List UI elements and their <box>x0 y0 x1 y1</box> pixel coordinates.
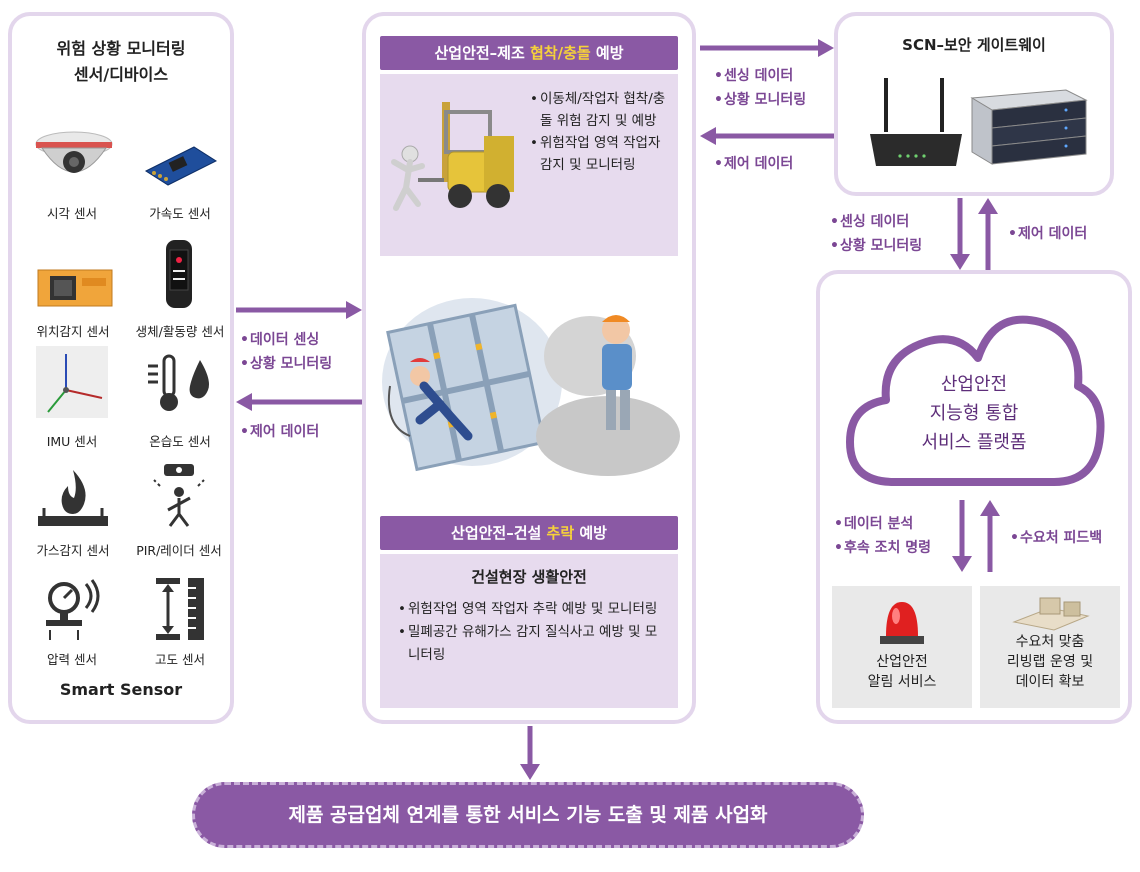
manufacturing-title: 산업안전–제조 협착/충돌 예방 <box>380 36 678 70</box>
altitude-ruler-icon <box>156 578 204 640</box>
sensor-label: 가속도 센서 <box>149 206 211 221</box>
sensor-panel: 위험 상황 모니터링 센서/디바이스 시각 센서 가속도 센서 위치감지 센서 … <box>8 12 234 724</box>
construction-bullets: 위험작업 영역 작업자 추락 예방 및 모니터링 밀폐공간 유해가스 감지 질식… <box>398 598 668 667</box>
arrow-platform-to-gateway <box>978 198 998 270</box>
dome-camera-icon <box>35 131 113 173</box>
accelerometer-board-icon <box>144 146 218 186</box>
livinglab-service-label: 수요처 맞춤 리빙랩 운영 및 데이터 확보 <box>1006 634 1094 690</box>
sensor-label: PIR/레이더 센서 <box>136 543 222 558</box>
platform-title: 산업안전 지능형 통합 서비스 플랫폼 <box>921 374 1027 453</box>
gateway-panel: SCN–보안 게이트웨이 <box>834 12 1114 196</box>
left-arrow-label: 제어 데이터 <box>240 420 319 444</box>
siren-icon <box>880 602 924 644</box>
arrow-services-to-platform <box>980 500 1000 572</box>
platform-panel: 산업안전 지능형 통합 서비스 플랫폼 데이터 분석 후속 조치 명령 수요처 … <box>816 270 1132 724</box>
sensor-label: 고도 센서 <box>155 652 205 667</box>
arrow-center-to-banner <box>520 726 540 780</box>
server-rack-icon <box>970 89 1088 165</box>
position-chip-icon <box>37 269 113 307</box>
sensor-label: 시각 센서 <box>47 206 97 221</box>
sensor-label: IMU 센서 <box>46 434 98 449</box>
smart-sensor-footer: Smart Sensor <box>59 680 183 699</box>
cloud-icon <box>846 315 1105 486</box>
router-icon <box>870 78 962 166</box>
arrow-center-to-gateway <box>700 39 834 57</box>
sensor-panel-title: 위험 상황 모니터링 센서/디바이스 <box>56 39 186 84</box>
imu-axes-icon <box>36 346 108 418</box>
services-arrow-label: 수요처 피드백 <box>1010 526 1102 550</box>
construction-box: 건설현장 생활안전 위험작업 영역 작업자 추락 예방 및 모니터링 밀폐공간 … <box>380 554 678 708</box>
sensor-label: 생체/활동량 센서 <box>135 324 225 339</box>
manufacturing-bullets: 이동체/작업자 협착/충돌 위험 감지 및 예방 위험작업 영역 작업자 감지 … <box>530 88 670 176</box>
livinglab-service-box: 수요처 맞춤 리빙랩 운영 및 데이터 확보 <box>980 586 1120 708</box>
sensor-label: 위치감지 센서 <box>36 324 110 339</box>
forklift-icon <box>391 102 514 211</box>
fitness-band-icon <box>166 240 192 308</box>
arrow-platform-to-services <box>952 500 972 572</box>
arrow-gateway-to-platform <box>950 198 970 270</box>
alert-service-box: 산업안전 알림 서비스 <box>832 586 972 708</box>
building-model-icon <box>1012 597 1090 631</box>
arrow-center-to-left <box>236 393 362 411</box>
platform-arrow-label: 제어 데이터 <box>1008 222 1087 246</box>
gateway-arrow-label: 센싱 데이터 상황 모니터링 <box>714 64 806 112</box>
arrow-left-to-center <box>236 301 362 319</box>
services-arrow-label: 데이터 분석 후속 조치 명령 <box>834 512 931 560</box>
gateway-title: SCN–보안 게이트웨이 <box>902 36 1046 54</box>
pir-radar-icon <box>153 464 205 527</box>
gas-flame-icon <box>38 470 108 526</box>
gateway-arrow-label: 제어 데이터 <box>714 152 793 176</box>
commercialization-banner: 제품 공급업체 연계를 통한 서비스 기능 도출 및 제품 사업화 <box>192 782 864 848</box>
pressure-gauge-icon <box>46 579 100 640</box>
sensor-label: 온습도 센서 <box>149 434 211 449</box>
sensor-label: 압력 센서 <box>47 652 97 667</box>
alert-service-label: 산업안전 알림 서비스 <box>867 654 937 690</box>
industrial-safety-panel: 산업안전–제조 협착/충돌 예방 이동체/작업자 협착/충돌 위험 감지 및 예… <box>362 12 696 724</box>
manufacturing-box: 이동체/작업자 협착/충돌 위험 감지 및 예방 위험작업 영역 작업자 감지 … <box>380 74 678 256</box>
construction-title: 산업안전–건설 추락 예방 <box>380 516 678 550</box>
construction-heading: 건설현장 생활안전 <box>471 568 587 586</box>
sensor-label: 가스감지 센서 <box>36 543 110 558</box>
platform-arrow-label: 센싱 데이터 상황 모니터링 <box>830 210 922 258</box>
left-arrow-label: 데이터 센싱 상황 모니터링 <box>240 328 332 376</box>
thermometer-humidity-icon <box>148 354 209 411</box>
arrow-gateway-to-center <box>700 127 834 145</box>
construction-fall-illustration <box>382 298 680 476</box>
